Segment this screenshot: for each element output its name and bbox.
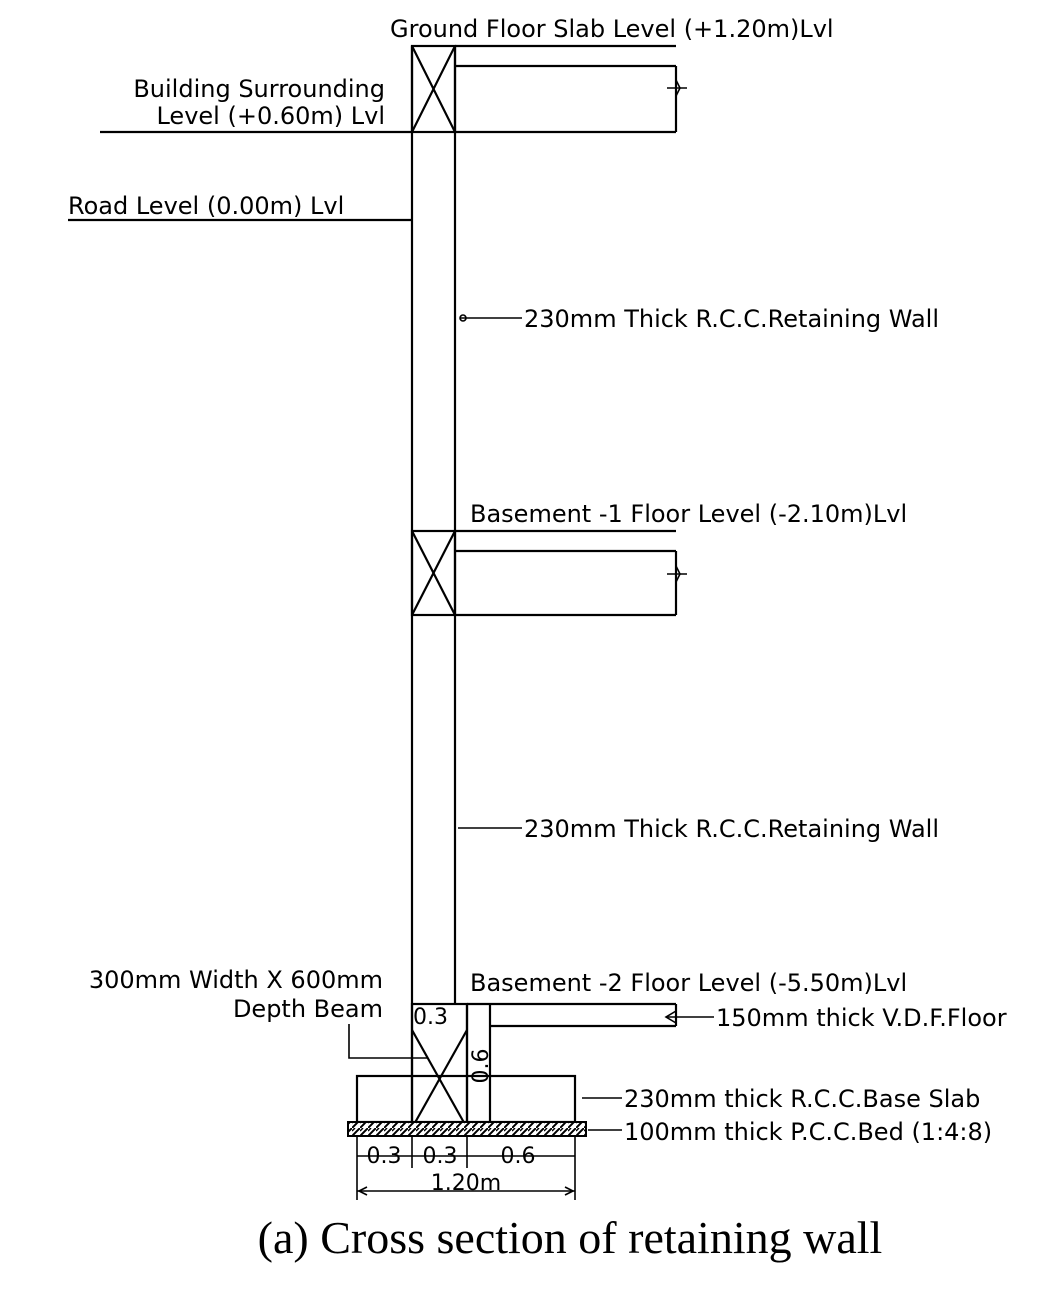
- seg-1-dim: 0.3: [367, 1144, 402, 1169]
- beam-label-line1: 300mm Width X 600mm: [89, 966, 383, 994]
- ground-floor-break-tick: [675, 79, 681, 97]
- dim-total-arrow-right: [564, 1186, 575, 1196]
- building-surrounding-label-line2: Level (+0.60m) Lvl: [156, 102, 385, 130]
- leader-dot-upper: [459, 314, 467, 322]
- ground-floor-slab-label: Ground Floor Slab Level (+1.20m)Lvl: [390, 15, 834, 43]
- leader-beam: [348, 1024, 427, 1059]
- road-level-label: Road Level (0.00m) Lvl: [68, 192, 344, 220]
- retaining-wall-lower-label: 230mm Thick R.C.C.Retaining Wall: [524, 815, 939, 843]
- figure-caption: (a) Cross section of retaining wall: [258, 1212, 883, 1263]
- basement1-beam-cross-b: [411, 530, 456, 616]
- pcc-bed: [347, 1121, 587, 1137]
- basement2-floor-label: Basement -2 Floor Level (-5.50m)Lvl: [470, 969, 907, 997]
- building-surrounding-label-line1: Building Surrounding: [133, 75, 385, 103]
- pcc-bed-label: 100mm thick P.C.C.Bed (1:4:8): [624, 1118, 992, 1146]
- seg-2-dim: 0.3: [423, 1144, 458, 1169]
- seg-3-dim: 0.6: [501, 1144, 536, 1169]
- leader-vdf-arrow: [664, 1010, 677, 1024]
- ground-floor-beam: [410, 44, 457, 134]
- base-slab-label: 230mm thick R.C.C.Base Slab: [624, 1085, 980, 1113]
- basement1-floor-label: Basement -1 Floor Level (-2.10m)Lvl: [470, 500, 907, 528]
- basement2-beam-cross-b: [411, 1029, 468, 1129]
- beam-width-dim: 0.3: [413, 1005, 448, 1030]
- vdf-floor-label: 150mm thick V.D.F.Floor: [716, 1004, 1007, 1032]
- basement1-beam: [410, 529, 457, 617]
- retaining-wall-upper-label: 230mm Thick R.C.C.Retaining Wall: [524, 305, 939, 333]
- dim-total-arrow-left: [357, 1186, 368, 1196]
- ground-floor-beam-cross-b: [411, 45, 456, 133]
- beam-label-line2: Depth Beam: [233, 995, 383, 1023]
- basement1-break-tick: [675, 565, 681, 583]
- total-width-dim: 1.20m: [431, 1171, 501, 1196]
- beam-depth-dim: 0.6: [469, 1049, 494, 1084]
